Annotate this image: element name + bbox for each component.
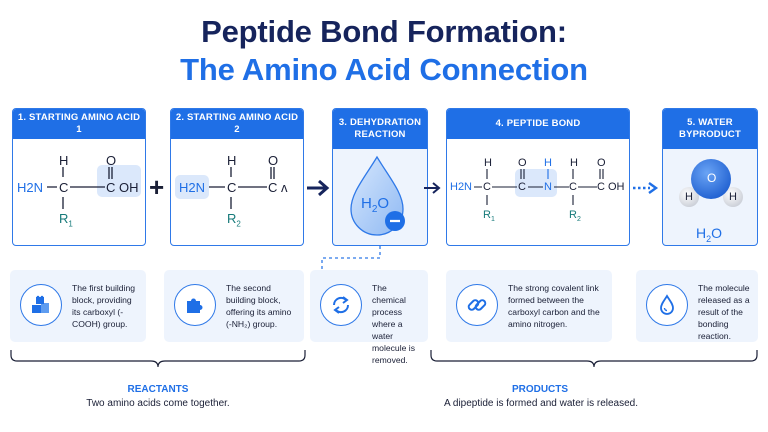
description-card-1: The first building block, providing its … bbox=[10, 270, 146, 342]
side-chain-r2: R2 bbox=[569, 209, 581, 224]
step-title: 2. STARTING AMINO ACID 2 bbox=[171, 109, 303, 139]
plus-operator: + bbox=[149, 172, 165, 202]
hydroxyl-group: OH bbox=[119, 180, 139, 195]
side-chain-r1: R1 bbox=[483, 209, 495, 224]
arrow-right-icon bbox=[424, 182, 441, 194]
step-title: 5. WATER BYPRODUCT bbox=[663, 109, 757, 149]
building-blocks-icon bbox=[20, 284, 62, 326]
reactants-description: Two amino acids come together. bbox=[86, 398, 230, 409]
card-description: The first building block, providing its … bbox=[72, 283, 136, 329]
amide-nitrogen: N bbox=[544, 181, 552, 193]
bond-lines bbox=[474, 169, 604, 205]
step-panel-amino-acid-1: 1. STARTING AMINO ACID 1 H H2N C O C OH … bbox=[12, 108, 146, 246]
products-label: PRODUCTS bbox=[511, 384, 569, 395]
hydroxyl-group: ʌ bbox=[281, 180, 288, 195]
carboxyl-carbon-2: C bbox=[597, 181, 605, 193]
description-card-5: The molecule released as a result of the… bbox=[636, 270, 758, 342]
side-chain-r2: R2 bbox=[227, 211, 241, 229]
carbonyl-oxygen-1: O bbox=[518, 157, 527, 169]
water-drop-icon bbox=[350, 155, 405, 236]
description-card-3: The chemical process where a water molec… bbox=[310, 270, 428, 365]
chain-link-icon bbox=[456, 284, 498, 326]
alpha-carbon-2: C bbox=[569, 181, 577, 193]
oxygen-atom: O bbox=[707, 171, 717, 185]
reactants-brace bbox=[10, 350, 306, 368]
carboxyl-highlight bbox=[97, 165, 141, 197]
puzzle-piece-icon bbox=[174, 284, 216, 326]
description-card-4: The strong covalent link formed between … bbox=[446, 270, 612, 342]
alpha-hydrogen-2: H bbox=[570, 157, 578, 169]
water-molecule-graphic: O H H H2O bbox=[663, 149, 757, 245]
alpha-hydrogen: H bbox=[227, 153, 237, 168]
amide-hydrogen: H bbox=[544, 157, 552, 169]
water-drop-icon bbox=[646, 284, 688, 326]
water-molecule-icon bbox=[679, 159, 743, 207]
molecule-amino-acid-1: H H2N C O C OH R1 bbox=[13, 139, 145, 245]
card-description: The second building block, offering its … bbox=[226, 283, 292, 329]
carbonyl-oxygen: O bbox=[268, 153, 279, 168]
amine-highlight bbox=[175, 175, 209, 199]
side-chain-r1: R1 bbox=[59, 211, 73, 229]
step-title: 4. PEPTIDE BOND bbox=[447, 109, 629, 139]
alpha-hydrogen: H bbox=[59, 153, 69, 168]
title-line-2: The Amino Acid Connection bbox=[180, 52, 588, 87]
step-panel-dehydration: 3. DEHYDRATION REACTION H2O bbox=[332, 108, 428, 246]
dotted-arrow-icon bbox=[633, 182, 659, 194]
bond-lines bbox=[209, 167, 275, 209]
amine-group: H2N bbox=[450, 181, 473, 193]
molecule-amino-acid-2: H H2N C O C ʌ R2 bbox=[171, 139, 303, 245]
alpha-hydrogen-1: H bbox=[484, 157, 492, 169]
step-panel-peptide-bond: 4. PEPTIDE BOND H H2N C O C H N H C O C bbox=[446, 108, 630, 246]
description-card-2: The second building block, offering its … bbox=[164, 270, 304, 342]
amine-group: H2N bbox=[17, 180, 44, 195]
carbonyl-oxygen: O bbox=[106, 153, 117, 168]
card-description: The chemical process where a water molec… bbox=[372, 283, 415, 365]
cycle-arrows-icon bbox=[320, 284, 362, 326]
step-title: 1. STARTING AMINO ACID 1 bbox=[13, 109, 145, 139]
step-panel-water-byproduct: 5. WATER BYPRODUCT O H H H2O bbox=[662, 108, 758, 246]
bond-lines bbox=[47, 167, 113, 209]
arrow-right-icon bbox=[307, 179, 330, 197]
card-description: The molecule released as a result of the… bbox=[698, 283, 750, 341]
hydrogen-atom-right: H bbox=[729, 191, 737, 203]
hydrogen-atom-left: H bbox=[685, 191, 693, 203]
step-panel-amino-acid-2: 2. STARTING AMINO ACID 2 H H2N C O C ʌ R… bbox=[170, 108, 304, 246]
water-drop-graphic: H2O bbox=[333, 149, 427, 245]
carbonyl-carbon-1: C bbox=[518, 181, 526, 193]
carbonyl-oxygen-2: O bbox=[597, 157, 606, 169]
alpha-carbon: C bbox=[227, 180, 237, 195]
carboxyl-carbon: C bbox=[268, 180, 278, 195]
amine-group: H2N bbox=[179, 180, 206, 195]
water-formula: H2O bbox=[696, 225, 723, 244]
alpha-carbon: C bbox=[59, 180, 69, 195]
card-description: The strong covalent link formed between … bbox=[508, 283, 600, 329]
carboxyl-carbon: C bbox=[106, 180, 116, 195]
products-description: A dipeptide is formed and water is relea… bbox=[444, 398, 638, 409]
peptide-bond-highlight bbox=[515, 169, 557, 197]
hydroxyl-group: OH bbox=[608, 181, 625, 193]
reactants-label: REACTANTS bbox=[127, 384, 189, 395]
water-formula: H2O bbox=[361, 195, 390, 215]
molecule-dipeptide: H H2N C O C H N H C O C OH R1 R2 bbox=[447, 139, 629, 245]
alpha-carbon-1: C bbox=[483, 181, 491, 193]
products-brace bbox=[430, 350, 758, 368]
title-line-1: Peptide Bond Formation: bbox=[201, 14, 567, 49]
step-title: 3. DEHYDRATION REACTION bbox=[333, 109, 427, 149]
